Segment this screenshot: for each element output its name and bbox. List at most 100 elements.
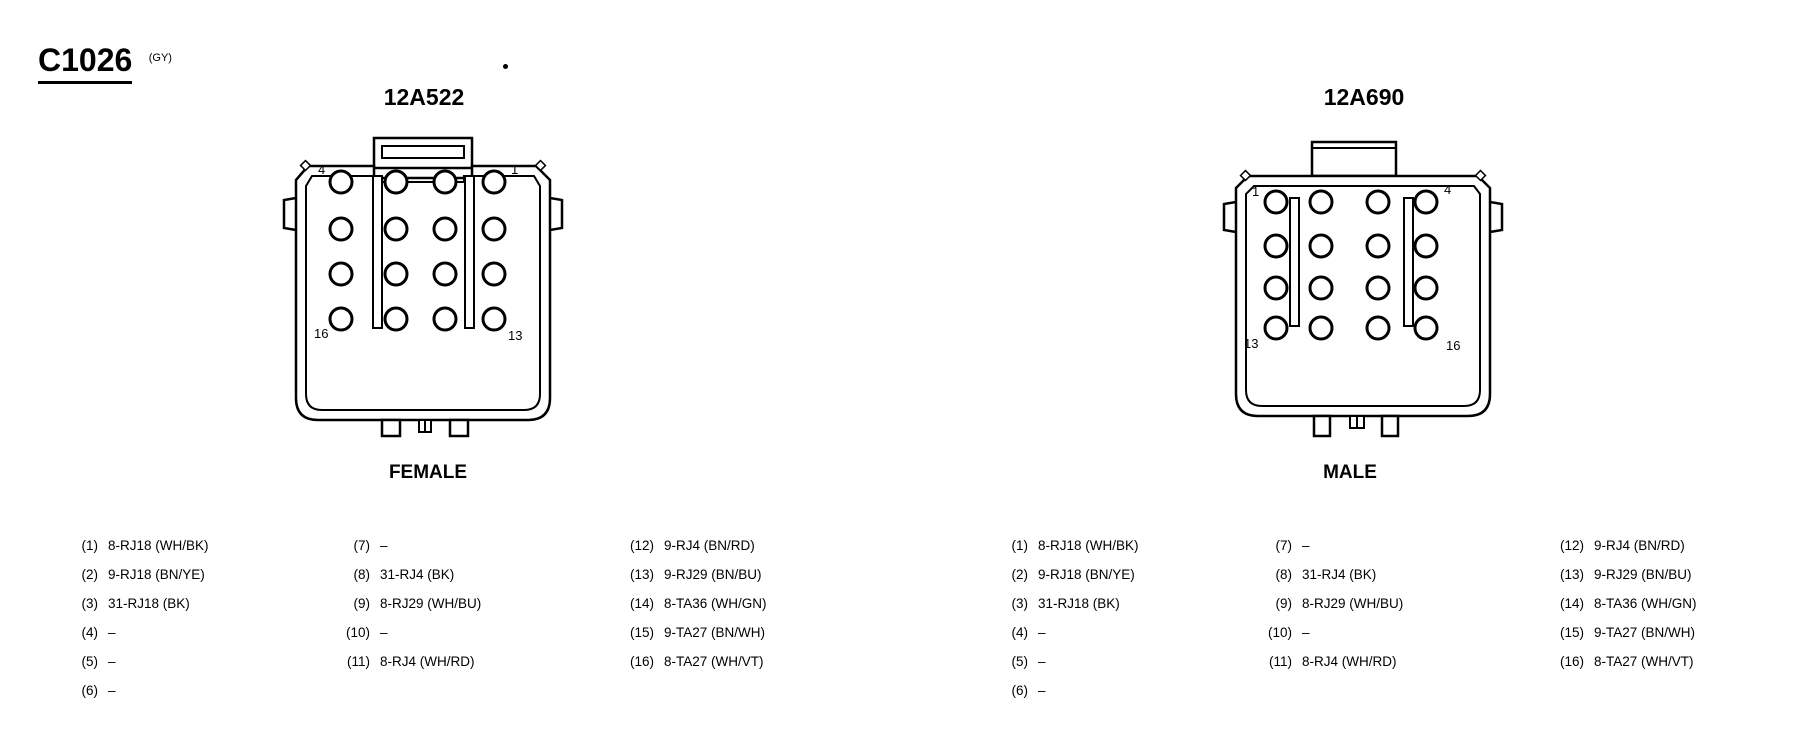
pin-number: (6) [1011,683,1029,698]
pin-wire: 8-RJ4 (WH/RD) [380,654,475,669]
pin-row: (12) 9-RJ4 (BN/RD) [1546,537,1685,555]
pin-number: (6) [81,683,99,698]
pin-number: (12) [1559,538,1584,553]
male-corner-bottom-left: 13 [1244,336,1258,351]
pin-number: (11) [1268,654,1292,669]
pin-row: (3) 31-RJ18 (BK) [990,595,1120,613]
pin-row: (1) 8-RJ18 (WH/BK) [60,537,209,555]
pin-row: (12) 9-RJ4 (BN/RD) [616,537,755,555]
pin-row: (5)– [990,653,1046,671]
pin-number: (4) [81,625,99,640]
pin-row: (9) 8-RJ29 (WH/BU) [1254,595,1404,613]
pin-wire: 9-RJ4 (BN/RD) [664,538,755,553]
pin-number: (2) [81,567,99,582]
pin-row: (15)9-TA27 (BN/WH) [616,624,765,642]
pin-wire: 31-RJ18 (BK) [1038,596,1120,611]
pin-row: (7)– [1254,537,1310,555]
pin-number: (3) [81,596,99,611]
pin-wire: 8-RJ4 (WH/RD) [1302,654,1397,669]
pin-number: (1) [81,538,99,553]
pin-wire: 31-RJ4 (BK) [380,567,455,582]
pin-wire: 8-TA27 (WH/VT) [1594,654,1694,669]
pin-number: (16) [629,654,654,669]
pin-wire: 9-RJ18 (BN/YE) [108,567,205,582]
male-corner-top-left: 1 [1252,184,1259,199]
pin-wire: 8-RJ29 (WH/BU) [1302,596,1404,611]
pin-number: (1) [1011,538,1029,553]
pin-wire: – [1302,625,1310,640]
female-corner-top-right: 1 [511,162,518,177]
pin-row: (6)– [60,682,116,700]
pin-number: (10) [1267,625,1292,640]
pin-row: (2) 9-RJ18 (BN/YE) [990,566,1135,584]
pin-wire: 8-RJ18 (WH/BK) [1038,538,1139,553]
male-corner-top-right: 4 [1444,182,1451,197]
pin-row: (13) 9-RJ29 (BN/BU) [1546,566,1692,584]
male-label: MALE [1323,462,1377,483]
pin-row: (1) 8-RJ18 (WH/BK) [990,537,1139,555]
pin-wire: 9-RJ29 (BN/BU) [664,567,762,582]
female-corner-bottom-right: 13 [508,328,522,343]
pin-row: (7)– [332,537,388,555]
pin-number: (11) [346,654,370,669]
pin-wire: 8-RJ29 (WH/BU) [380,596,482,611]
pin-row: (10)– [332,624,388,642]
pin-wire: – [1038,654,1046,669]
pin-wire: – [1038,683,1046,698]
pin-row: (14)8-TA36 (WH/GN) [616,595,767,613]
female-corner-top-left: 4 [318,162,325,177]
male-part-number: 12A690 [1323,84,1405,110]
pin-number: (9) [1275,596,1293,611]
pin-number: (15) [629,625,654,640]
pin-number: (5) [81,654,99,669]
pin-wire: – [1038,625,1046,640]
pin-number: (7) [353,538,371,553]
pin-row: (2) 9-RJ18 (BN/YE) [60,566,205,584]
pin-wire: 8-TA36 (WH/GN) [664,596,767,611]
pin-row: (16) 8-TA27 (WH/VT) [1546,653,1694,671]
pin-row: (9)8-RJ29 (WH/BU) [332,595,482,613]
pin-row: (8) 31-RJ4 (BK) [332,566,455,584]
pin-wire: – [1302,538,1310,553]
pin-number: (8) [1275,567,1293,582]
pin-wire: 8-RJ18 (WH/BK) [108,538,209,553]
pin-row: (10)– [1254,624,1310,642]
pin-wire: 31-RJ18 (BK) [108,596,190,611]
pin-wire: 9-RJ4 (BN/RD) [1594,538,1685,553]
pin-row: (14) 8-TA36 (WH/GN) [1546,595,1697,613]
female-corner-bottom-left: 16 [314,326,328,341]
female-label: FEMALE [388,462,468,483]
pin-row: (15)9-TA27 (BN/WH) [1546,624,1695,642]
female-part-number: 12A522 [383,84,465,110]
pin-wire: 8-TA27 (WH/VT) [664,654,764,669]
pin-row: (4)– [990,624,1046,642]
pin-wire: 9-TA27 (BN/WH) [1594,625,1696,640]
pin-number: (14) [1559,596,1584,611]
pin-wire: 8-TA36 (WH/GN) [1594,596,1697,611]
pin-number: (5) [1011,654,1029,669]
connector-id: C1026 [38,42,133,84]
pin-number: (3) [1011,596,1029,611]
pin-wire: – [108,654,116,669]
pin-number: (13) [1559,567,1584,582]
pin-number: (10) [345,625,370,640]
male-connector-diagram: 1 4 13 16 [1222,140,1504,438]
pin-row: (11) 8-RJ4 (WH/RD) [1254,653,1397,671]
pin-number: (13) [629,567,654,582]
pin-number: (12) [629,538,654,553]
pin-row: (8)31-RJ4 (BK) [1254,566,1377,584]
pin-wire: – [380,625,388,640]
pin-number: (2) [1011,567,1029,582]
connector-color: (GY) [148,52,172,64]
pin-wire: – [108,625,116,640]
pin-row: (6)– [990,682,1046,700]
pin-wire: 9-RJ29 (BN/BU) [1594,567,1692,582]
pin-row: (13) 9-RJ29 (BN/BU) [616,566,762,584]
pin-wire: – [108,683,116,698]
pin-wire: 9-RJ18 (BN/YE) [1038,567,1135,582]
pin-row: (11) 8-RJ4 (WH/RD) [332,653,475,671]
stray-dot [503,64,508,69]
pin-number: (8) [353,567,371,582]
pin-number: (16) [1559,654,1584,669]
connector-title: C1026 (GY) [38,42,172,84]
